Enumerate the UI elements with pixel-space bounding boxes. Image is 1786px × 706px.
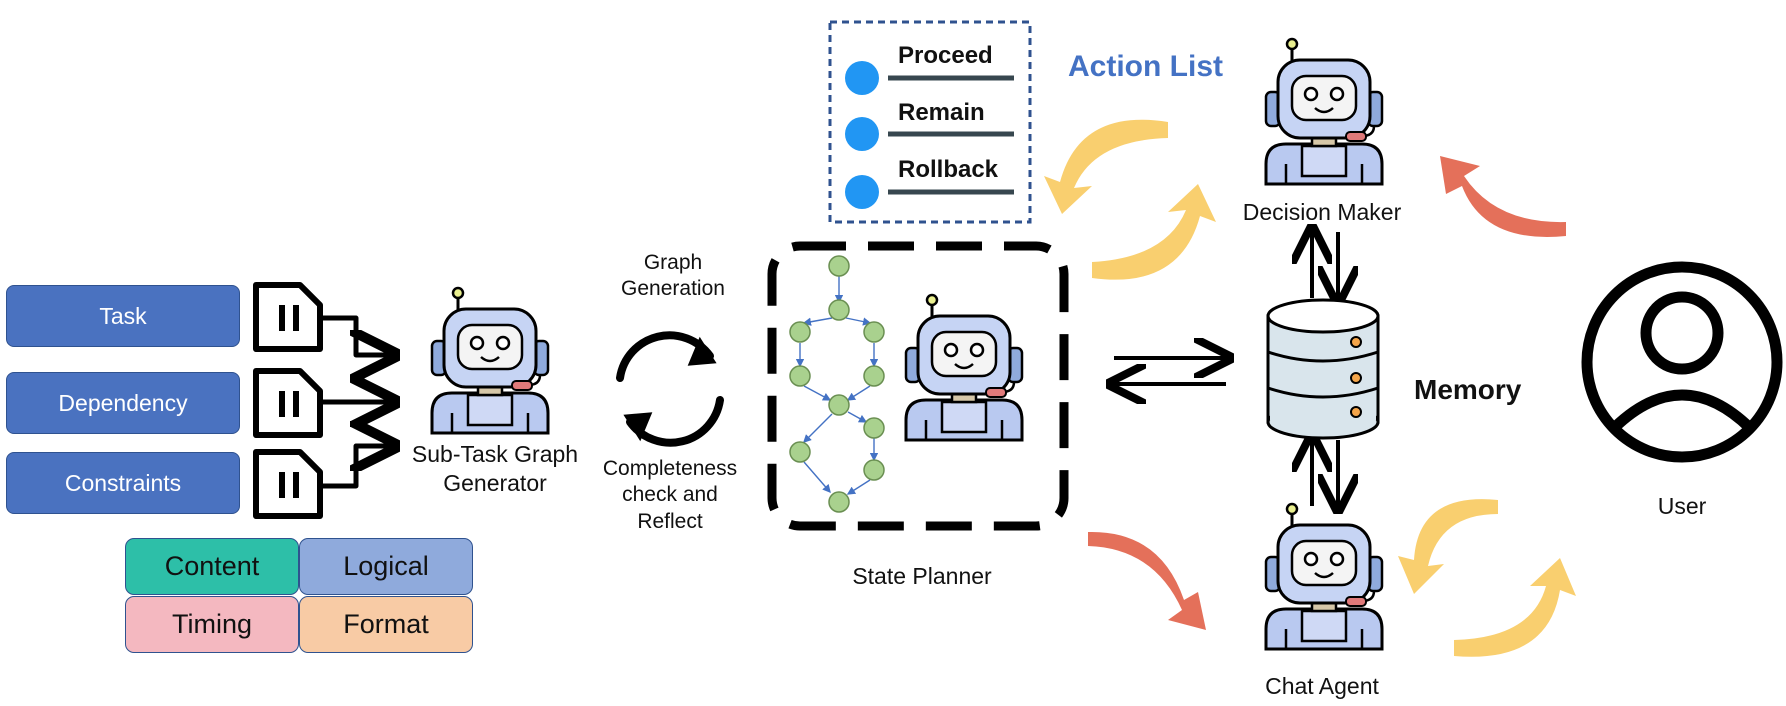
refresh-loop-icon	[616, 331, 724, 447]
yellow-curved-arrow-icon	[1398, 499, 1576, 657]
action-item-rollback: Rollback	[898, 156, 999, 183]
subtask-graph	[789, 255, 885, 513]
doc-icon	[256, 285, 320, 349]
loop-top-label: Graph Generation	[621, 251, 725, 301]
yellow-curved-arrow-icon	[1044, 119, 1216, 280]
constraint-content: Content	[125, 538, 299, 595]
graph-node	[828, 299, 850, 321]
action-list-title: Action List	[1068, 50, 1223, 83]
action-item-proceed: Proceed	[898, 42, 993, 69]
constraint-timing: Timing	[125, 596, 299, 653]
graph-node	[828, 255, 850, 277]
generator-label: Sub-Task Graph Generator	[411, 441, 579, 496]
doc-to-generator-arrows	[321, 315, 390, 489]
loop-bottom-label: Completeness check and Reflect	[602, 457, 738, 533]
doc-icon	[256, 452, 320, 516]
doc-icon	[256, 371, 320, 435]
graph-node	[863, 365, 885, 387]
graph-node	[828, 394, 850, 416]
red-curved-arrow-icon	[1088, 156, 1566, 630]
graph-node	[863, 417, 885, 439]
state-planner-box	[767, 241, 1069, 531]
database-icon	[1266, 298, 1380, 440]
chat-agent-robot-icon	[1264, 502, 1384, 651]
state-planner-label: State Planner	[852, 563, 992, 589]
user-icon	[1581, 261, 1783, 463]
decision-maker-label: Decision Maker	[1242, 199, 1402, 225]
input-task: Task	[6, 285, 240, 347]
generator-robot-icon	[430, 286, 550, 435]
chat-agent-label: Chat Agent	[1265, 673, 1379, 699]
graph-node	[863, 459, 885, 481]
graph-node	[863, 321, 885, 343]
input-constraints: Constraints	[6, 452, 240, 514]
action-list-bullets	[845, 61, 1014, 209]
graph-node	[789, 441, 811, 463]
action-item-remain: Remain	[898, 99, 985, 126]
planner-memory-arrows	[1114, 358, 1226, 384]
input-dependency: Dependency	[6, 372, 240, 434]
user-label: User	[1657, 493, 1707, 519]
graph-node	[789, 321, 811, 343]
decision-maker-robot-icon	[1264, 37, 1384, 186]
graph-node	[789, 365, 811, 387]
action-list-box	[828, 20, 1032, 224]
memory-label: Memory	[1414, 374, 1522, 405]
memory-agent-arrows	[1312, 232, 1338, 506]
graph-node	[828, 491, 850, 513]
constraint-format: Format	[299, 596, 473, 653]
constraint-logical: Logical	[299, 538, 473, 595]
planner-robot-icon	[904, 293, 1024, 442]
